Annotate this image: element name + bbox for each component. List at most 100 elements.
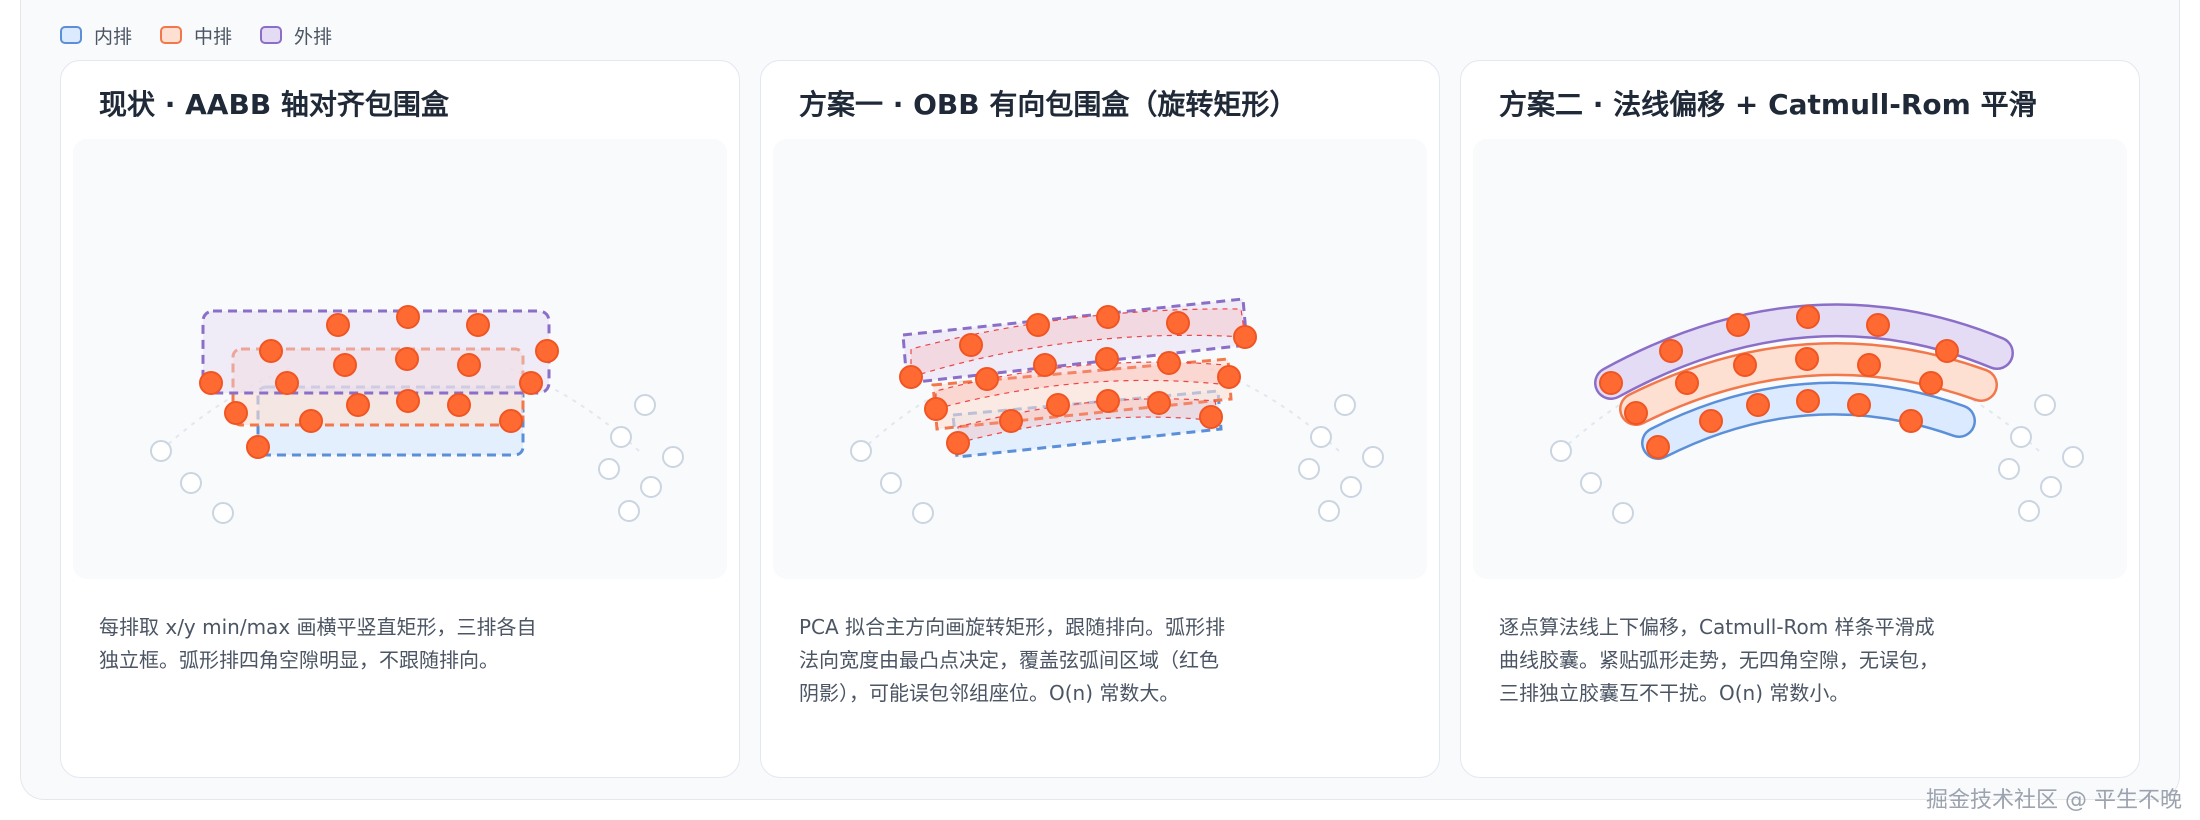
diagram-canvas-capsule	[1473, 139, 2127, 579]
middle-seat	[1919, 371, 1943, 395]
outer-seat	[1166, 311, 1190, 335]
inner-seat	[396, 389, 420, 413]
middle-seat	[1795, 347, 1819, 371]
outer-row-obb	[901, 297, 1249, 385]
empty-seat	[1340, 476, 1362, 498]
empty-seat	[2010, 426, 2032, 448]
inner-seat	[999, 409, 1023, 433]
empty-seat	[610, 426, 632, 448]
inner-seat	[1746, 393, 1770, 417]
middle-seat	[1857, 353, 1881, 377]
empty-seat	[1550, 440, 1572, 462]
risk-area	[935, 361, 1230, 410]
outer-seat	[199, 371, 223, 395]
legend-swatch-outer	[260, 26, 283, 44]
obb-diagram	[850, 297, 1384, 524]
description-line: 曲线胶囊。紧贴弧形走势，无四角空隙，无误包，	[1499, 648, 1939, 672]
outer-seat	[959, 333, 983, 357]
middle-seat	[224, 401, 248, 425]
diagram-canvas-obb	[773, 139, 1427, 579]
legend-label-middle: 中排	[194, 25, 233, 48]
legend-item-inner: 内排	[60, 22, 132, 49]
seats	[899, 305, 1257, 455]
inner-seat	[946, 431, 970, 455]
middle-seat	[457, 353, 481, 377]
outer-seat	[259, 339, 283, 363]
empty-seat	[1298, 458, 1320, 480]
empty-seat	[2062, 446, 2084, 468]
inner-seat	[1699, 409, 1723, 433]
empty-seat	[634, 394, 656, 416]
empty-seat	[912, 502, 934, 524]
card-title: 方案一 · OBB 有向包围盒（旋转矩形）	[799, 88, 1298, 121]
seats	[199, 305, 559, 459]
legend-label-inner: 内排	[94, 25, 133, 48]
empty-seat	[1580, 472, 1602, 494]
outer-seat	[1796, 305, 1820, 329]
empty-seat	[1998, 458, 2020, 480]
middle-seat	[275, 371, 299, 395]
empty-seat	[598, 458, 620, 480]
description-line: 独立框。弧形排四角空隙明显，不跟随排向。	[99, 648, 499, 672]
card-title: 方案二 · 法线偏移 + Catmull-Rom 平滑	[1499, 88, 2037, 121]
seats	[1599, 305, 1959, 459]
middle-seat	[1033, 353, 1057, 377]
middle-seat	[975, 367, 999, 391]
middle-seat	[1157, 351, 1181, 375]
inner-seat	[447, 393, 471, 417]
watermark: 掘金技术社区 @ 平生不晚	[1926, 788, 2182, 813]
empty-seat	[880, 472, 902, 494]
description-line: PCA 拟合主方向画旋转矩形，跟随排向。弧形排	[799, 615, 1226, 639]
empty-seat	[1310, 426, 1332, 448]
inner-seat	[1147, 391, 1171, 415]
inner-seat	[1796, 389, 1820, 413]
outer-seat	[326, 313, 350, 337]
middle-seat	[395, 347, 419, 371]
empty-seat	[180, 472, 202, 494]
empty-seats	[850, 366, 1384, 524]
empty-seat	[640, 476, 662, 498]
outer-seat	[1659, 339, 1683, 363]
aabb-diagram	[150, 305, 684, 524]
legend: 内排 中排 外排	[60, 20, 332, 50]
outer-seat	[1096, 305, 1120, 329]
middle-seat	[1624, 401, 1648, 425]
inner-seat	[1199, 405, 1223, 429]
card-capsule: 方案二 · 法线偏移 + Catmull-Rom 平滑	[1460, 60, 2140, 778]
legend-label-outer: 外排	[294, 25, 333, 48]
middle-seat	[1095, 347, 1119, 371]
legend-item-middle: 中排	[160, 22, 232, 49]
empty-seat	[850, 440, 872, 462]
inner-seat	[1046, 393, 1070, 417]
diagram-canvas-aabb	[73, 139, 727, 579]
card-title: 现状 · AABB 轴对齐包围盒	[99, 88, 449, 121]
middle-seat	[924, 397, 948, 421]
empty-seat	[1612, 502, 1634, 524]
outer-seat	[1726, 313, 1750, 337]
card-aabb: 现状 · AABB 轴对齐包围盒	[60, 60, 740, 778]
card-description: 每排取 x/y min/max 画横平竖直矩形，三排各自 独立框。弧形排四角空隙…	[99, 611, 619, 677]
middle-seat	[1217, 365, 1241, 389]
outer-row-box	[201, 309, 551, 395]
middle-seat	[1733, 353, 1757, 377]
middle-seat	[519, 371, 543, 395]
inner-seat	[1899, 409, 1923, 433]
card-description: 逐点算法线上下偏移，Catmull-Rom 样条平滑成 曲线胶囊。紧贴弧形走势，…	[1499, 611, 2019, 710]
empty-seat	[2040, 476, 2062, 498]
empty-seat	[618, 500, 640, 522]
capsule-diagram	[1550, 303, 2084, 524]
empty-seat	[2018, 500, 2040, 522]
empty-seat	[212, 502, 234, 524]
outer-seat	[1866, 313, 1890, 337]
description-line: 法向宽度由最凸点决定，覆盖弦弧间区域（红色	[799, 648, 1219, 672]
outer-seat	[1233, 325, 1257, 349]
empty-seat	[1362, 446, 1384, 468]
risk-area	[910, 308, 1246, 378]
inner-seat	[1847, 393, 1871, 417]
empty-seat	[662, 446, 684, 468]
legend-item-outer: 外排	[260, 22, 332, 49]
empty-seat	[1318, 500, 1340, 522]
outer-seat	[1026, 313, 1050, 337]
outer-seat	[1599, 371, 1623, 395]
description-line: 逐点算法线上下偏移，Catmull-Rom 样条平滑成	[1499, 615, 1935, 639]
